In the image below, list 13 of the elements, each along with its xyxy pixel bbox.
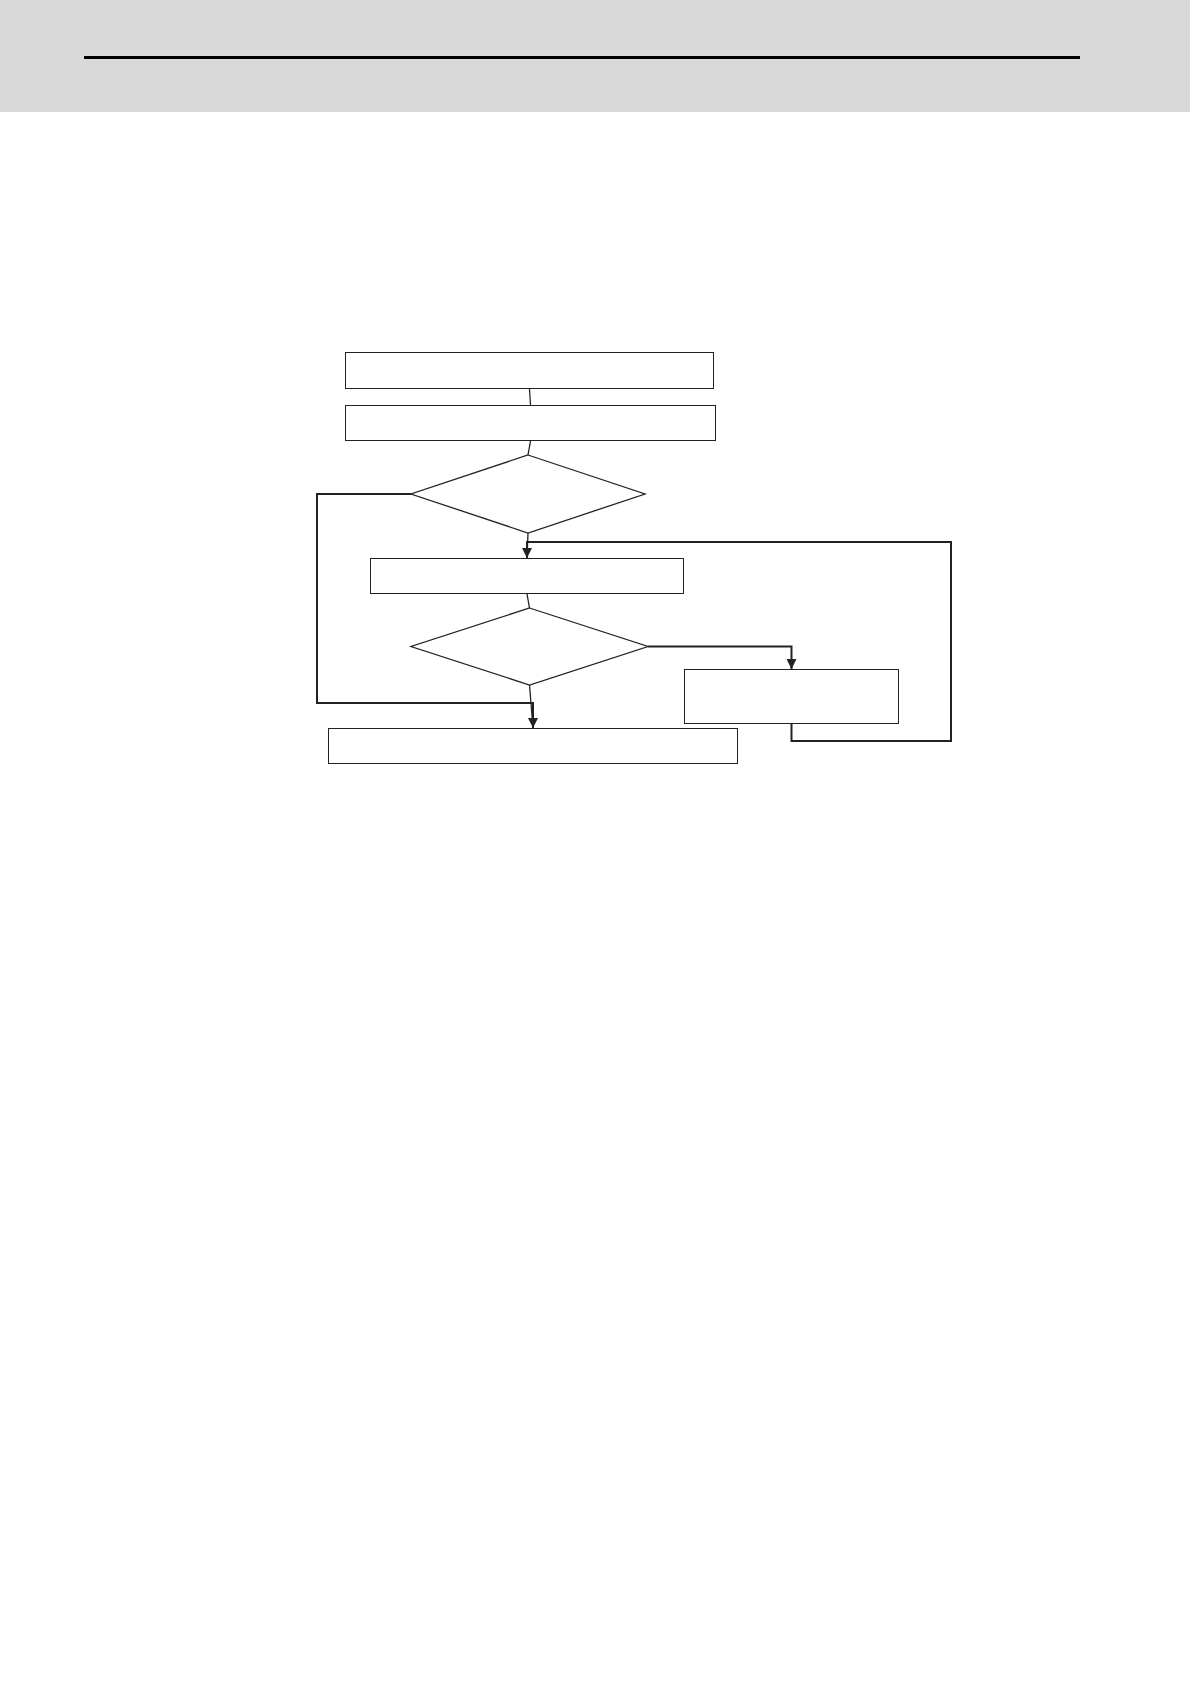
process-box <box>370 558 684 594</box>
decision-diamond <box>411 608 648 685</box>
arrow <box>316 493 538 729</box>
process-box <box>345 405 716 441</box>
decision-diamond <box>411 455 645 533</box>
arrow <box>522 541 952 742</box>
arrow <box>647 645 797 670</box>
connector-line <box>528 388 532 406</box>
connector-line <box>526 593 531 609</box>
connector-line <box>527 440 532 456</box>
process-box <box>684 669 899 724</box>
process-box <box>345 352 714 389</box>
process-box <box>328 728 738 764</box>
